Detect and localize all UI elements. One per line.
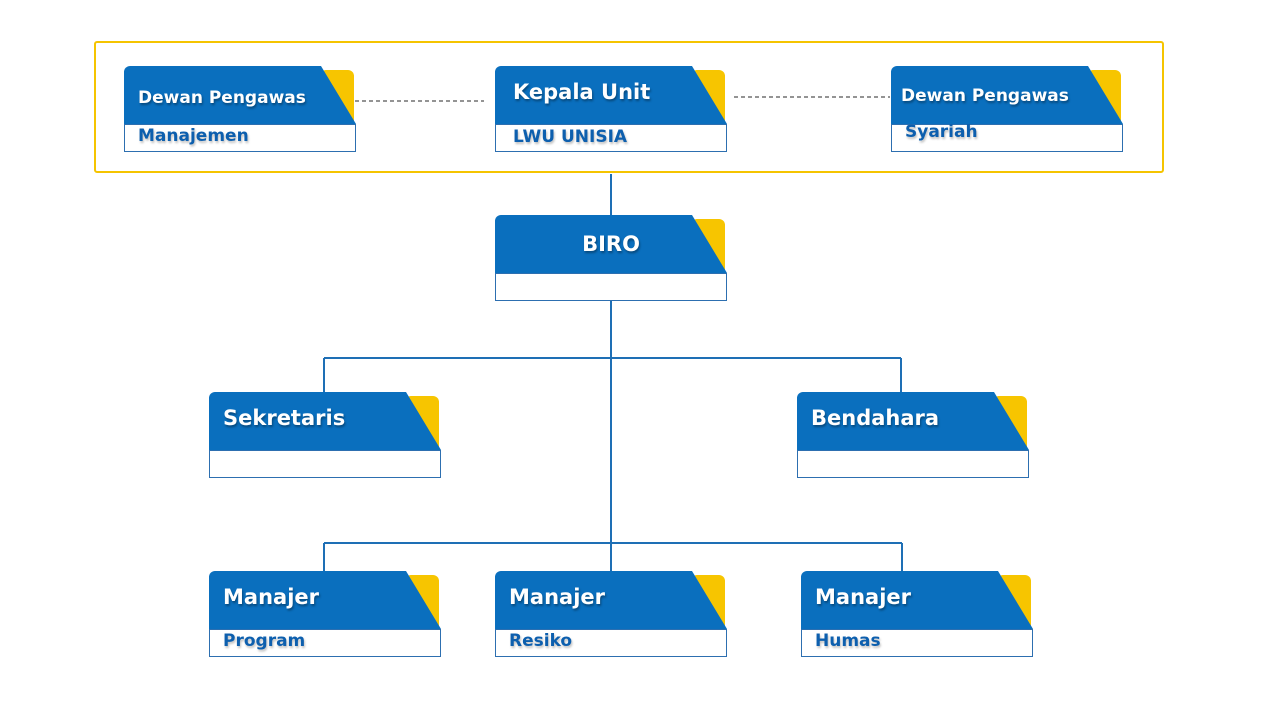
node-footer bbox=[495, 273, 727, 301]
node-footer bbox=[209, 450, 441, 478]
node-footer bbox=[801, 629, 1033, 657]
node-header bbox=[801, 571, 1033, 629]
node-title: Kepala Unit bbox=[513, 80, 651, 104]
node-subtitle: Resiko bbox=[509, 631, 573, 651]
node-subtitle: LWU UNISIA bbox=[513, 127, 628, 147]
node-title: Dewan Pengawas bbox=[138, 88, 306, 108]
node-sekretaris: Sekretaris bbox=[209, 392, 441, 478]
node-manajer-program: Manajer Program bbox=[209, 571, 441, 657]
node-footer bbox=[495, 124, 727, 152]
node-title: Manajer bbox=[815, 585, 911, 609]
leadership-group-frame bbox=[94, 41, 1164, 173]
node-header bbox=[209, 392, 441, 450]
node-header bbox=[495, 571, 727, 629]
node-dewan-pengawas-manajemen: Dewan Pengawas Manajemen bbox=[124, 66, 356, 152]
node-title: Manajer bbox=[223, 585, 319, 609]
node-subtitle: Humas bbox=[815, 631, 881, 651]
node-biro: BIRO bbox=[495, 215, 727, 301]
node-title: Sekretaris bbox=[223, 406, 346, 430]
node-header bbox=[797, 392, 1029, 450]
node-kepala-unit: Kepala Unit LWU UNISIA bbox=[495, 66, 727, 152]
node-footer bbox=[209, 629, 441, 657]
node-bendahara: Bendahara bbox=[797, 392, 1029, 478]
node-title: BIRO bbox=[582, 232, 640, 256]
node-subtitle: Program bbox=[223, 631, 306, 651]
node-header bbox=[124, 66, 356, 124]
node-title: Bendahara bbox=[811, 406, 940, 430]
node-footer bbox=[124, 124, 356, 152]
node-header bbox=[495, 215, 727, 273]
node-title: Dewan Pengawas bbox=[901, 86, 1069, 106]
node-subtitle: Syariah bbox=[905, 122, 978, 142]
node-header bbox=[209, 571, 441, 629]
node-header bbox=[891, 66, 1123, 124]
node-subtitle: Manajemen bbox=[138, 126, 249, 146]
node-manajer-humas: Manajer Humas bbox=[801, 571, 1033, 657]
node-footer bbox=[891, 124, 1123, 152]
node-header bbox=[495, 66, 727, 124]
node-manajer-resiko: Manajer Resiko bbox=[495, 571, 727, 657]
node-title: Manajer bbox=[509, 585, 605, 609]
node-dewan-pengawas-syariah: Dewan Pengawas Syariah bbox=[891, 66, 1123, 152]
node-footer bbox=[495, 629, 727, 657]
node-footer bbox=[797, 450, 1029, 478]
